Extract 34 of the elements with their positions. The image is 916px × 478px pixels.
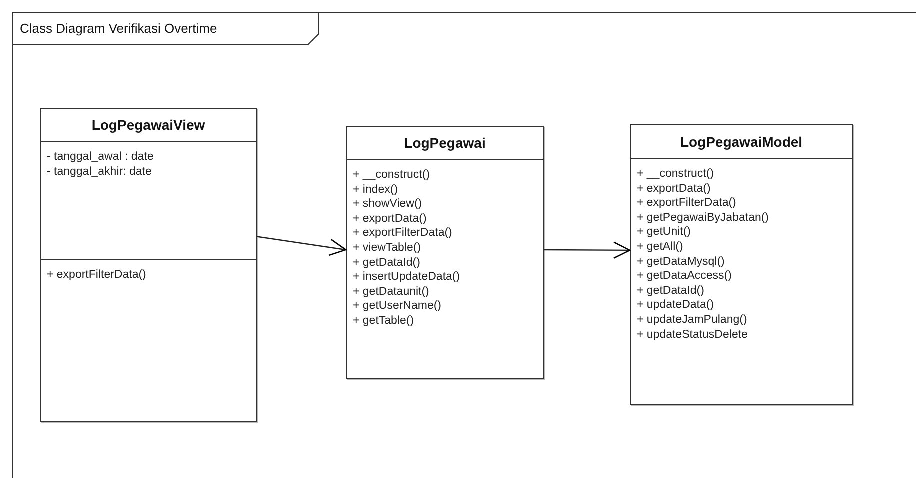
class-member: + viewTable() [353, 240, 422, 256]
class-member: + updateData() [637, 298, 716, 313]
class-name: LogPegawai [347, 127, 543, 160]
class-member: + exportFilterData() [353, 226, 454, 241]
class-member: + getTable() [353, 314, 416, 329]
class-member: + insertUpdateData() [353, 270, 462, 285]
class-name: LogPegawaiView [41, 109, 256, 142]
class-member: + __construct() [637, 167, 716, 182]
class-member: + getDataMysql() [637, 254, 726, 270]
class-member: + getUserName() [353, 299, 443, 314]
class-member: + exportData() [637, 182, 712, 196]
association-arrow [256, 236, 347, 256]
class-member: + __construct() [353, 168, 432, 183]
class-name: LogPegawaiModel [631, 125, 852, 159]
class-member: + index() [353, 182, 400, 198]
class-member: - tanggal_akhir: date [47, 164, 153, 180]
class-member: + getDataunit() [353, 284, 430, 300]
class-member: + updateStatusDelete [637, 328, 749, 342]
class-member: + getDataId() [353, 256, 422, 270]
class-member: + exportFilterData() [47, 268, 148, 283]
class-member: + exportFilterData() [637, 196, 738, 211]
class-member: + updateJamPulang() [637, 312, 748, 328]
class-member: + exportData() [353, 212, 428, 226]
class-member: + getPegawaiByJabatan() [637, 210, 770, 226]
class-member: + getDataId() [637, 284, 706, 298]
class-member: - tanggal_awal : date [47, 150, 155, 165]
association-arrow [544, 242, 631, 259]
class-member: + getUnit() [637, 225, 692, 240]
diagram-frame [12, 12, 916, 478]
class-member: + showView() [353, 197, 424, 212]
frame-title: Class Diagram Verifikasi Overtime [20, 21, 218, 36]
class-member: + getDataAccess() [637, 269, 733, 284]
class-box [40, 108, 257, 422]
class-member: + getAll() [637, 240, 684, 255]
